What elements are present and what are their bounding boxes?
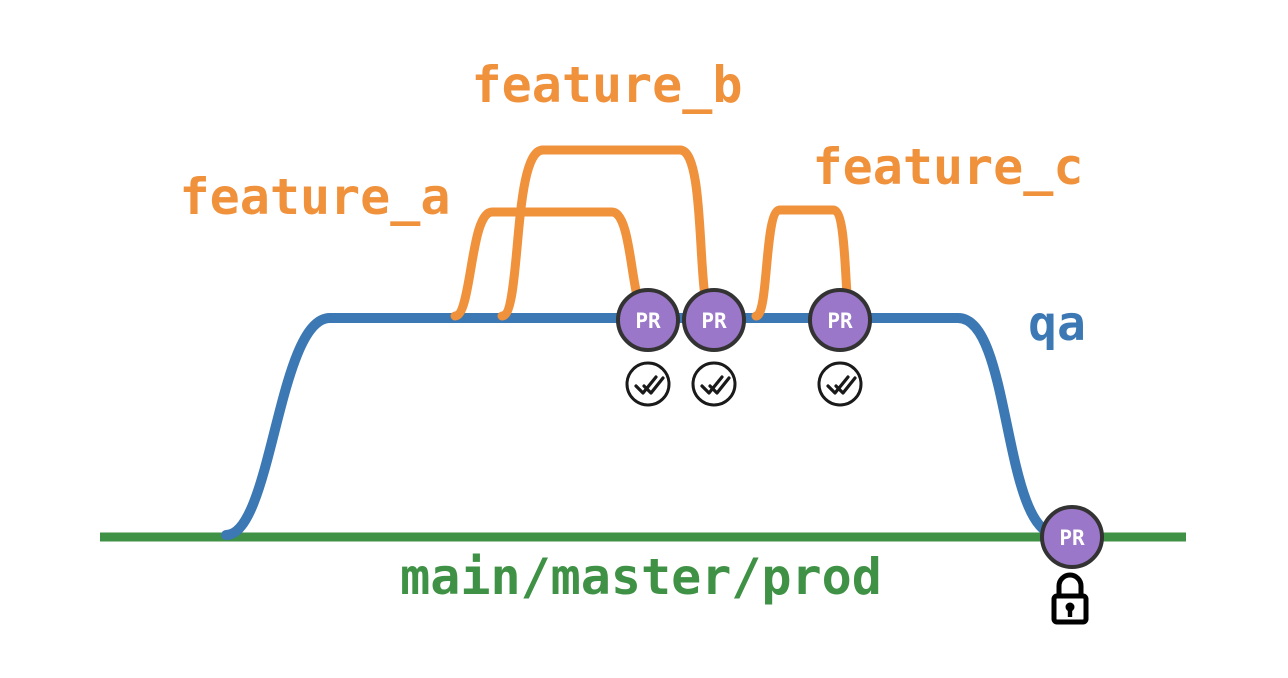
feature-b-branch-line	[497, 145, 718, 321]
pr-badge-feature-a: PR	[616, 288, 680, 352]
qa-branch-label: qa	[1028, 296, 1086, 352]
lock-icon	[1051, 572, 1089, 625]
pr-badge-circle	[616, 288, 680, 352]
double-check-icon	[625, 361, 671, 407]
pr-badge-label: PR	[701, 309, 727, 333]
pr-badge-feature-b: PR	[682, 288, 746, 352]
double-check-icon	[691, 361, 737, 407]
main-branch-label: main/master/prod	[400, 548, 882, 606]
feature-c-branch-label: feature_c	[813, 138, 1084, 196]
pr-badge-label: PR	[635, 309, 661, 333]
feature-a-branch-line	[450, 207, 653, 321]
pr-badge-feature-c: PR	[808, 288, 872, 352]
pr-badge-circle	[808, 288, 872, 352]
pr-badge-circle	[1040, 505, 1104, 569]
pr-badge-label: PR	[827, 309, 853, 333]
double-check-icon	[817, 361, 863, 407]
pr-badge-qa-to-main: PR	[1040, 505, 1104, 569]
feature-b-branch-label: feature_b	[472, 56, 743, 114]
pr-badge-circle	[682, 288, 746, 352]
qa-branch-line	[221, 313, 1063, 540]
pr-badge-label: PR	[1059, 526, 1085, 550]
feature-a-branch-label: feature_a	[180, 168, 451, 226]
